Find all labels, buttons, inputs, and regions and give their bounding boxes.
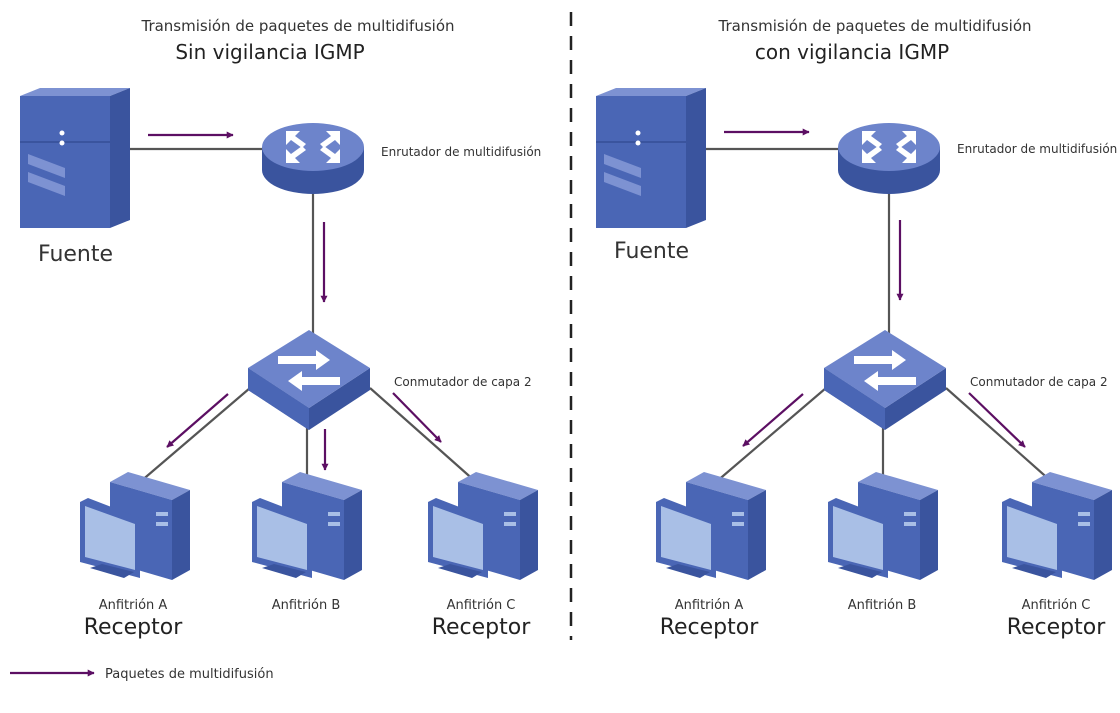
host-computer-a: Anfitrión A Receptor [656, 472, 766, 640]
desktop-computer-icon [828, 472, 938, 580]
panel-right: Transmisión de paquetes de multidifusión… [596, 17, 1117, 640]
switch-label: Conmutador de capa 2 [394, 375, 532, 389]
receiver-label: Receptor [84, 615, 184, 640]
desktop-computer-icon [80, 472, 190, 580]
source-label: Fuente [614, 239, 689, 264]
host-computer-b: Anfitrión B [828, 472, 938, 613]
host-label: Anfitrión A [99, 598, 168, 613]
host-computer-c: Anfitrión C Receptor [428, 472, 538, 640]
switch-icon [248, 330, 370, 430]
receiver-label: Receptor [1007, 615, 1107, 640]
multicast-arrow [166, 393, 229, 448]
network-links [706, 147, 1053, 483]
panel-title: Transmisión de paquetes de multidifusión [140, 17, 454, 35]
panel-left: Transmisión de paquetes de multidifusión… [20, 17, 541, 640]
multicast-arrows [724, 128, 1026, 448]
panel-title: Transmisión de paquetes de multidifusión [717, 17, 1031, 35]
multicast-arrow [742, 393, 804, 447]
host-label: Anfitrión C [1022, 598, 1091, 613]
switch-label: Conmutador de capa 2 [970, 375, 1108, 389]
server-icon [20, 88, 130, 228]
host-label: Anfitrión B [272, 598, 341, 613]
legend-label: Paquetes de multidifusión [105, 667, 274, 682]
server-icon [596, 88, 706, 228]
desktop-computer-icon [656, 472, 766, 580]
multicast-arrow [968, 392, 1026, 448]
desktop-computer-icon [428, 472, 538, 580]
router-label: Enrutador de multidifusión [957, 142, 1117, 156]
legend: Paquetes de multidifusión [10, 667, 274, 682]
router-icon [838, 123, 940, 194]
panel-subtitle: Sin vigilancia IGMP [175, 40, 364, 64]
desktop-computer-icon [1002, 472, 1112, 580]
host-label: Anfitrión A [675, 598, 744, 613]
host-computer-a: Anfitrión A Receptor [80, 472, 190, 640]
host-computer-c: Anfitrión C Receptor [1002, 472, 1112, 640]
panel-subtitle: con vigilancia IGMP [755, 40, 949, 64]
switch-icon [824, 330, 946, 430]
network-links [130, 147, 477, 483]
router-icon [262, 123, 364, 194]
multicast-arrows [148, 131, 442, 471]
receiver-label: Receptor [660, 615, 760, 640]
host-computer-b: Anfitrión B [252, 472, 362, 613]
router-label: Enrutador de multidifusión [381, 145, 541, 159]
host-label: Anfitrión C [447, 598, 516, 613]
desktop-computer-icon [252, 472, 362, 580]
source-label: Fuente [38, 242, 113, 267]
multicast-arrow [392, 392, 442, 443]
host-label: Anfitrión B [848, 598, 917, 613]
receiver-label: Receptor [432, 615, 532, 640]
